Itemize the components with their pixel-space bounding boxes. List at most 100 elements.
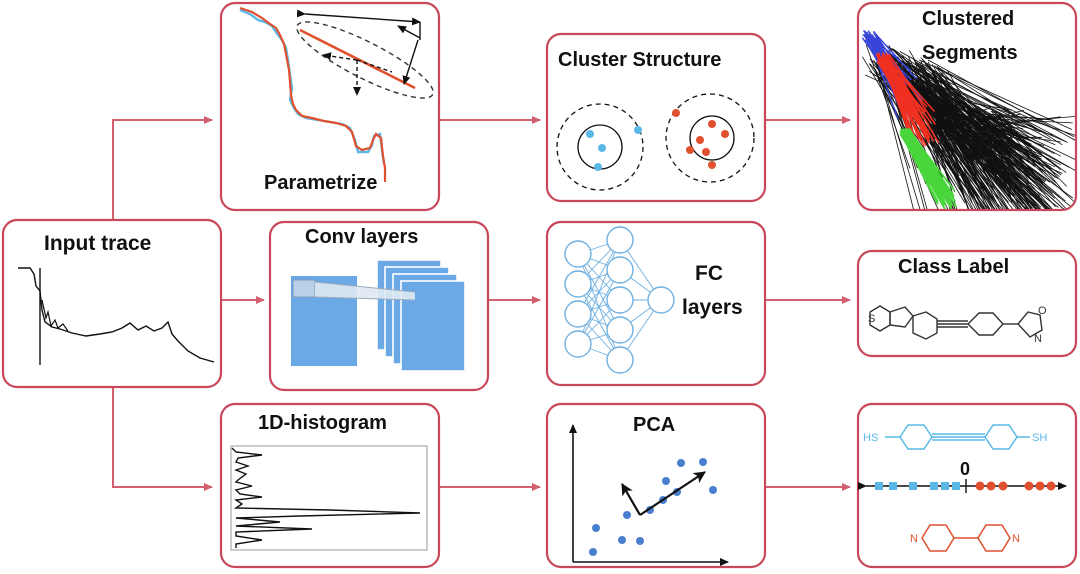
fc-node bbox=[606, 316, 634, 344]
segment-stroke bbox=[917, 104, 1008, 209]
segment-stroke bbox=[900, 131, 939, 203]
segment-stroke bbox=[920, 64, 1068, 143]
pca-title: PCA bbox=[633, 414, 676, 436]
segment-stroke bbox=[903, 69, 988, 194]
segment-stroke bbox=[993, 127, 1062, 176]
segment-stroke bbox=[963, 108, 1028, 156]
segment-stroke bbox=[899, 51, 1008, 112]
clustered-segments-title-line1: Clustered bbox=[922, 8, 1015, 30]
thiol-right-label: SH bbox=[1032, 432, 1047, 444]
segment-stroke bbox=[891, 86, 935, 209]
segment-stroke bbox=[875, 61, 924, 209]
fc-node bbox=[564, 300, 592, 328]
segment-stroke bbox=[965, 134, 1053, 209]
pca-plot bbox=[569, 424, 729, 566]
bipyridine-molecule bbox=[921, 524, 1011, 552]
projection-zero-label: 0 bbox=[960, 459, 970, 479]
clustered-segments-title-line2: Segments bbox=[922, 42, 1018, 64]
cluster-structure-plot bbox=[556, 93, 755, 191]
segment-stroke bbox=[965, 130, 1024, 205]
parametrize-box bbox=[219, 1, 441, 212]
conv-layers-title: Conv layers bbox=[305, 226, 419, 248]
fc-node bbox=[606, 256, 634, 284]
segment-stroke bbox=[879, 59, 916, 137]
segment-stroke bbox=[965, 122, 992, 133]
class-label-title: Class Label bbox=[898, 256, 1010, 278]
segment-stroke bbox=[939, 97, 1075, 209]
fc-edge bbox=[577, 239, 621, 315]
fc-edge bbox=[577, 269, 621, 345]
segment-stroke bbox=[992, 107, 1075, 138]
segment-stroke bbox=[971, 102, 1013, 111]
segment-stroke bbox=[992, 109, 1056, 175]
segment-stroke bbox=[912, 57, 970, 209]
conv-layers-illustration bbox=[291, 259, 466, 372]
segment-stroke bbox=[932, 89, 1011, 197]
input-trace-box bbox=[1, 218, 223, 389]
fc-node bbox=[606, 346, 634, 374]
segment-stroke bbox=[975, 132, 1053, 197]
segment-stroke bbox=[902, 129, 945, 202]
parametrize-plot bbox=[239, 6, 434, 182]
class-label-molecule bbox=[869, 305, 1043, 340]
segment-stroke bbox=[966, 112, 1021, 179]
fc-node bbox=[647, 286, 675, 314]
segment-stroke bbox=[903, 136, 948, 209]
receptive-field-beam bbox=[315, 282, 415, 300]
segment-stroke bbox=[935, 67, 1075, 138]
segment-stroke bbox=[969, 126, 1001, 184]
cluster-structure-box bbox=[545, 32, 767, 203]
segment-stroke bbox=[981, 112, 1015, 179]
segment-stroke bbox=[879, 56, 930, 144]
fc-node bbox=[606, 226, 634, 254]
segment-stroke bbox=[975, 112, 1054, 136]
segment-stroke bbox=[881, 53, 928, 108]
clustered-segments-plot bbox=[861, 29, 1075, 209]
arrow-input-to-histogram bbox=[112, 387, 213, 491]
segment-stroke bbox=[885, 60, 923, 126]
segment-stroke bbox=[974, 114, 1060, 177]
segment-stroke bbox=[928, 102, 1075, 209]
segment-stroke bbox=[961, 123, 998, 138]
segment-stroke bbox=[908, 131, 958, 208]
fc-node bbox=[564, 330, 592, 358]
fc-node bbox=[564, 270, 592, 298]
projection-axis bbox=[858, 479, 1067, 493]
fc-layers-title-line2: layers bbox=[682, 296, 743, 319]
thiol-molecule bbox=[885, 424, 1030, 450]
segment-stroke bbox=[961, 129, 1053, 209]
segment-stroke bbox=[918, 85, 1063, 209]
segment-stroke bbox=[965, 132, 1013, 202]
segment-stroke bbox=[867, 34, 899, 120]
segment-stroke bbox=[988, 136, 1044, 184]
histogram-title: 1D-histogram bbox=[258, 412, 387, 434]
input-trace-title: Input trace bbox=[44, 232, 152, 255]
segment-stroke bbox=[883, 43, 980, 116]
class-label-atom-s: S bbox=[868, 313, 875, 325]
segment-stroke bbox=[905, 128, 953, 204]
segment-stroke bbox=[992, 126, 1045, 147]
histogram-box bbox=[219, 402, 441, 569]
class-label-atom-n: N bbox=[1034, 333, 1042, 345]
segment-stroke bbox=[962, 115, 1003, 125]
fc-layers-title-line1: FC bbox=[695, 262, 723, 285]
segment-stroke bbox=[984, 133, 1050, 183]
segment-stroke bbox=[998, 112, 1064, 192]
connector-arrows bbox=[112, 116, 851, 491]
segment-stroke bbox=[980, 113, 1022, 122]
segment-stroke bbox=[865, 44, 911, 169]
fc-node bbox=[564, 240, 592, 268]
arrow-input-to-parametrize bbox=[112, 116, 213, 220]
fc-network bbox=[564, 226, 675, 374]
segment-stroke bbox=[877, 60, 924, 140]
segment-stroke bbox=[874, 33, 918, 80]
conv-kernel-highlight bbox=[292, 279, 316, 298]
cluster-structure-title: Cluster Structure bbox=[558, 49, 722, 71]
fc-edge bbox=[577, 239, 621, 345]
segment-stroke bbox=[977, 130, 1056, 168]
thiol-left-label: HS bbox=[863, 432, 878, 444]
segment-stroke bbox=[994, 136, 1056, 208]
segment-stroke bbox=[920, 61, 990, 209]
